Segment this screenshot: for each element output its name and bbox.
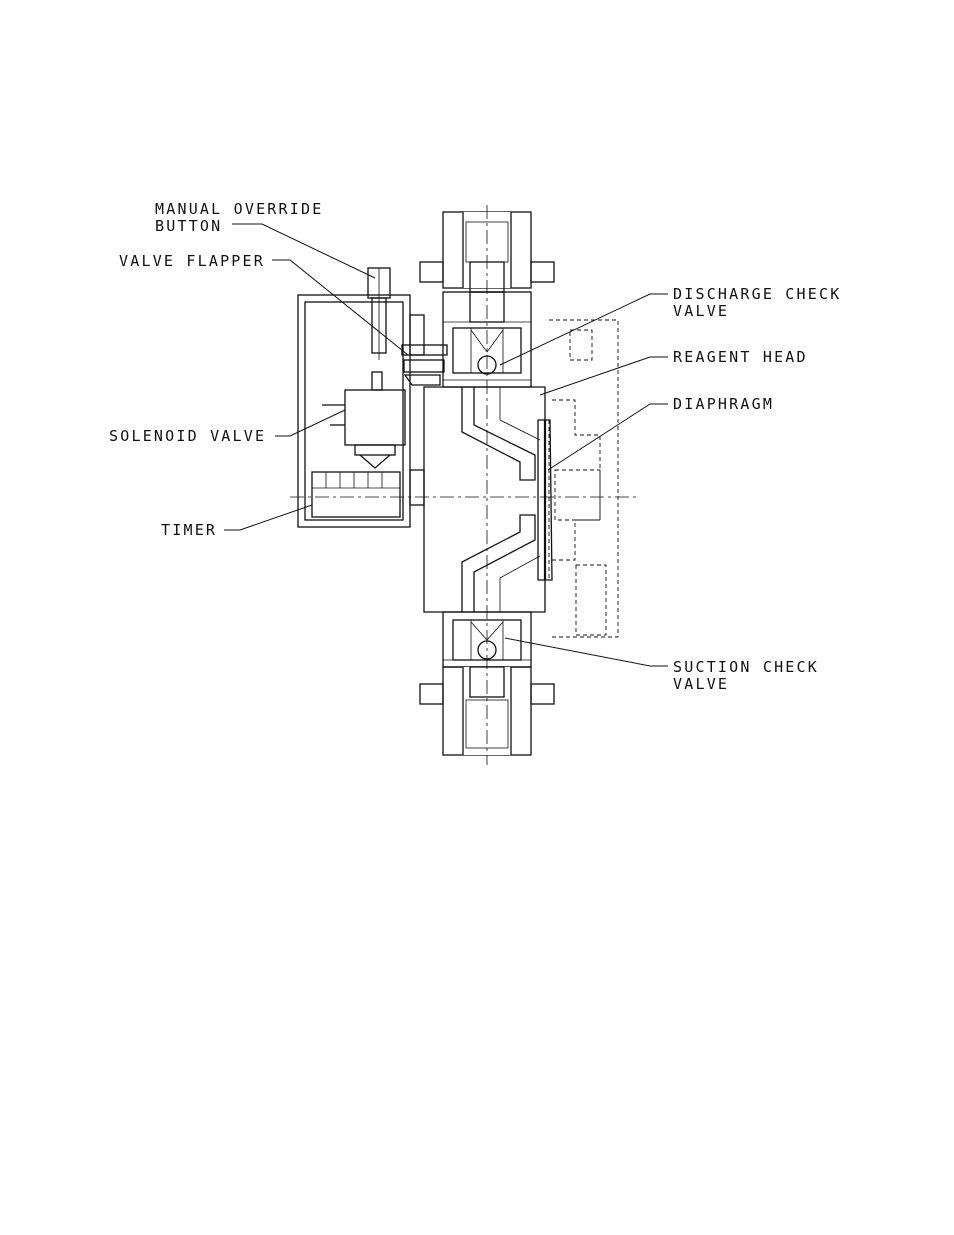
- label-reagent-head: REAGENT HEAD: [673, 348, 808, 366]
- label-discharge-check-line1: DISCHARGE CHECK: [673, 285, 841, 303]
- solenoid-valve-part: [322, 372, 405, 468]
- label-timer: TIMER: [161, 521, 217, 539]
- label-suction-check-line1: SUCTION CHECK: [673, 658, 819, 676]
- manual-override-button-part: [368, 268, 390, 360]
- label-diaphragm: DIAPHRAGM: [673, 395, 774, 413]
- leader-lines: [224, 224, 668, 666]
- timer-part: [312, 472, 400, 517]
- label-valve-flapper: VALVE FLAPPER: [119, 252, 265, 270]
- label-discharge-check-line2: VALVE: [673, 302, 729, 320]
- label-solenoid-valve: SOLENOID VALVE: [109, 427, 266, 445]
- reagent-head-body: [290, 387, 640, 612]
- label-manual-override-line1: MANUAL OVERRIDE: [155, 200, 323, 218]
- label-manual-override-line2: BUTTON: [155, 217, 222, 235]
- label-suction-check-line2: VALVE: [673, 675, 729, 693]
- drive-housing-outline: [549, 320, 618, 637]
